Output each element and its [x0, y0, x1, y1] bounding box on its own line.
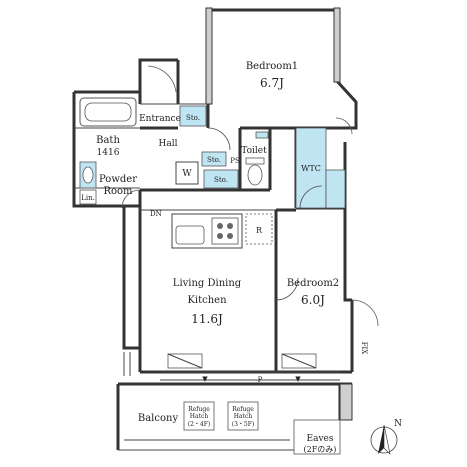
bathtub-icon — [79, 97, 137, 127]
fix-label: FIX — [360, 342, 368, 355]
refuge-hatch-2-line1: Refuge — [232, 406, 254, 413]
refuge-hatch-1-line3: (2・4F) — [188, 421, 210, 428]
bedroom1-name: Bedroom1 — [246, 61, 298, 72]
washer-label: W — [182, 169, 192, 179]
doors — [121, 65, 379, 327]
refuge-hatch-1-line1: Refuge — [188, 406, 210, 413]
vent-marker-2: ▼ — [295, 375, 301, 383]
vent-marker-1: ▼ — [202, 375, 208, 383]
eaves-line1: Eaves — [307, 434, 334, 444]
balcony-label: Balcony — [138, 413, 179, 424]
bedroom2-size: 6.0J — [301, 293, 325, 307]
sink-icon — [79, 161, 97, 189]
compass-label: N — [394, 419, 402, 429]
refuge-hatch-1 — [183, 401, 215, 431]
linen-label: Lin. — [81, 194, 95, 202]
ldk-size: 11.6J — [191, 312, 223, 326]
p-label: P — [258, 376, 263, 384]
bedroom1-size: 6.7J — [260, 76, 284, 90]
entrance-sto-label: Sto. — [186, 114, 200, 122]
eaves-line2: (2Fのみ) — [304, 445, 337, 454]
refuge-hatch-2 — [227, 401, 259, 431]
powder-room-line1: Powder — [99, 174, 137, 185]
toilet-storage — [255, 131, 269, 139]
toilet-icon — [245, 157, 265, 186]
ldk-name-line1: Living Dining — [173, 278, 242, 289]
hall-storage — [203, 169, 239, 189]
wtc-area — [295, 127, 327, 209]
wtc-shelf — [325, 169, 346, 209]
hall-sto-small-label: Sto. — [207, 156, 221, 164]
hall-storage-small — [201, 151, 227, 167]
toilet-label: Toilet — [241, 146, 267, 156]
refuge-hatch-1-line2: Hatch — [190, 413, 209, 420]
windows — [123, 352, 340, 381]
refrigerator-label: R — [256, 226, 263, 235]
hall-label: Hall — [159, 139, 178, 149]
compass-icon — [370, 424, 398, 455]
bath-size: 1416 — [97, 148, 120, 158]
refuge-hatch-2-line2: Hatch — [234, 413, 253, 420]
refuge-hatch-2-line3: (3・5F) — [232, 421, 254, 428]
powder-room-line2: Room — [103, 186, 133, 197]
ps-label: PS — [230, 157, 240, 165]
bedroom2-name: Bedroom2 — [287, 278, 339, 289]
ldk-name-line2: Kitchen — [187, 295, 227, 306]
linen-box — [79, 189, 97, 205]
kitchen-counter — [171, 213, 243, 249]
dn-label: DN — [150, 210, 162, 218]
bath-name: Bath — [96, 135, 120, 146]
entrance-label: Entrance — [139, 114, 181, 124]
washer-icon — [175, 161, 199, 185]
entrance-storage — [179, 105, 207, 127]
eaves-area — [293, 419, 341, 455]
wtc-label: WTC — [301, 164, 321, 173]
hall-sto-label: Sto. — [214, 176, 228, 184]
refrigerator-space — [245, 213, 273, 245]
